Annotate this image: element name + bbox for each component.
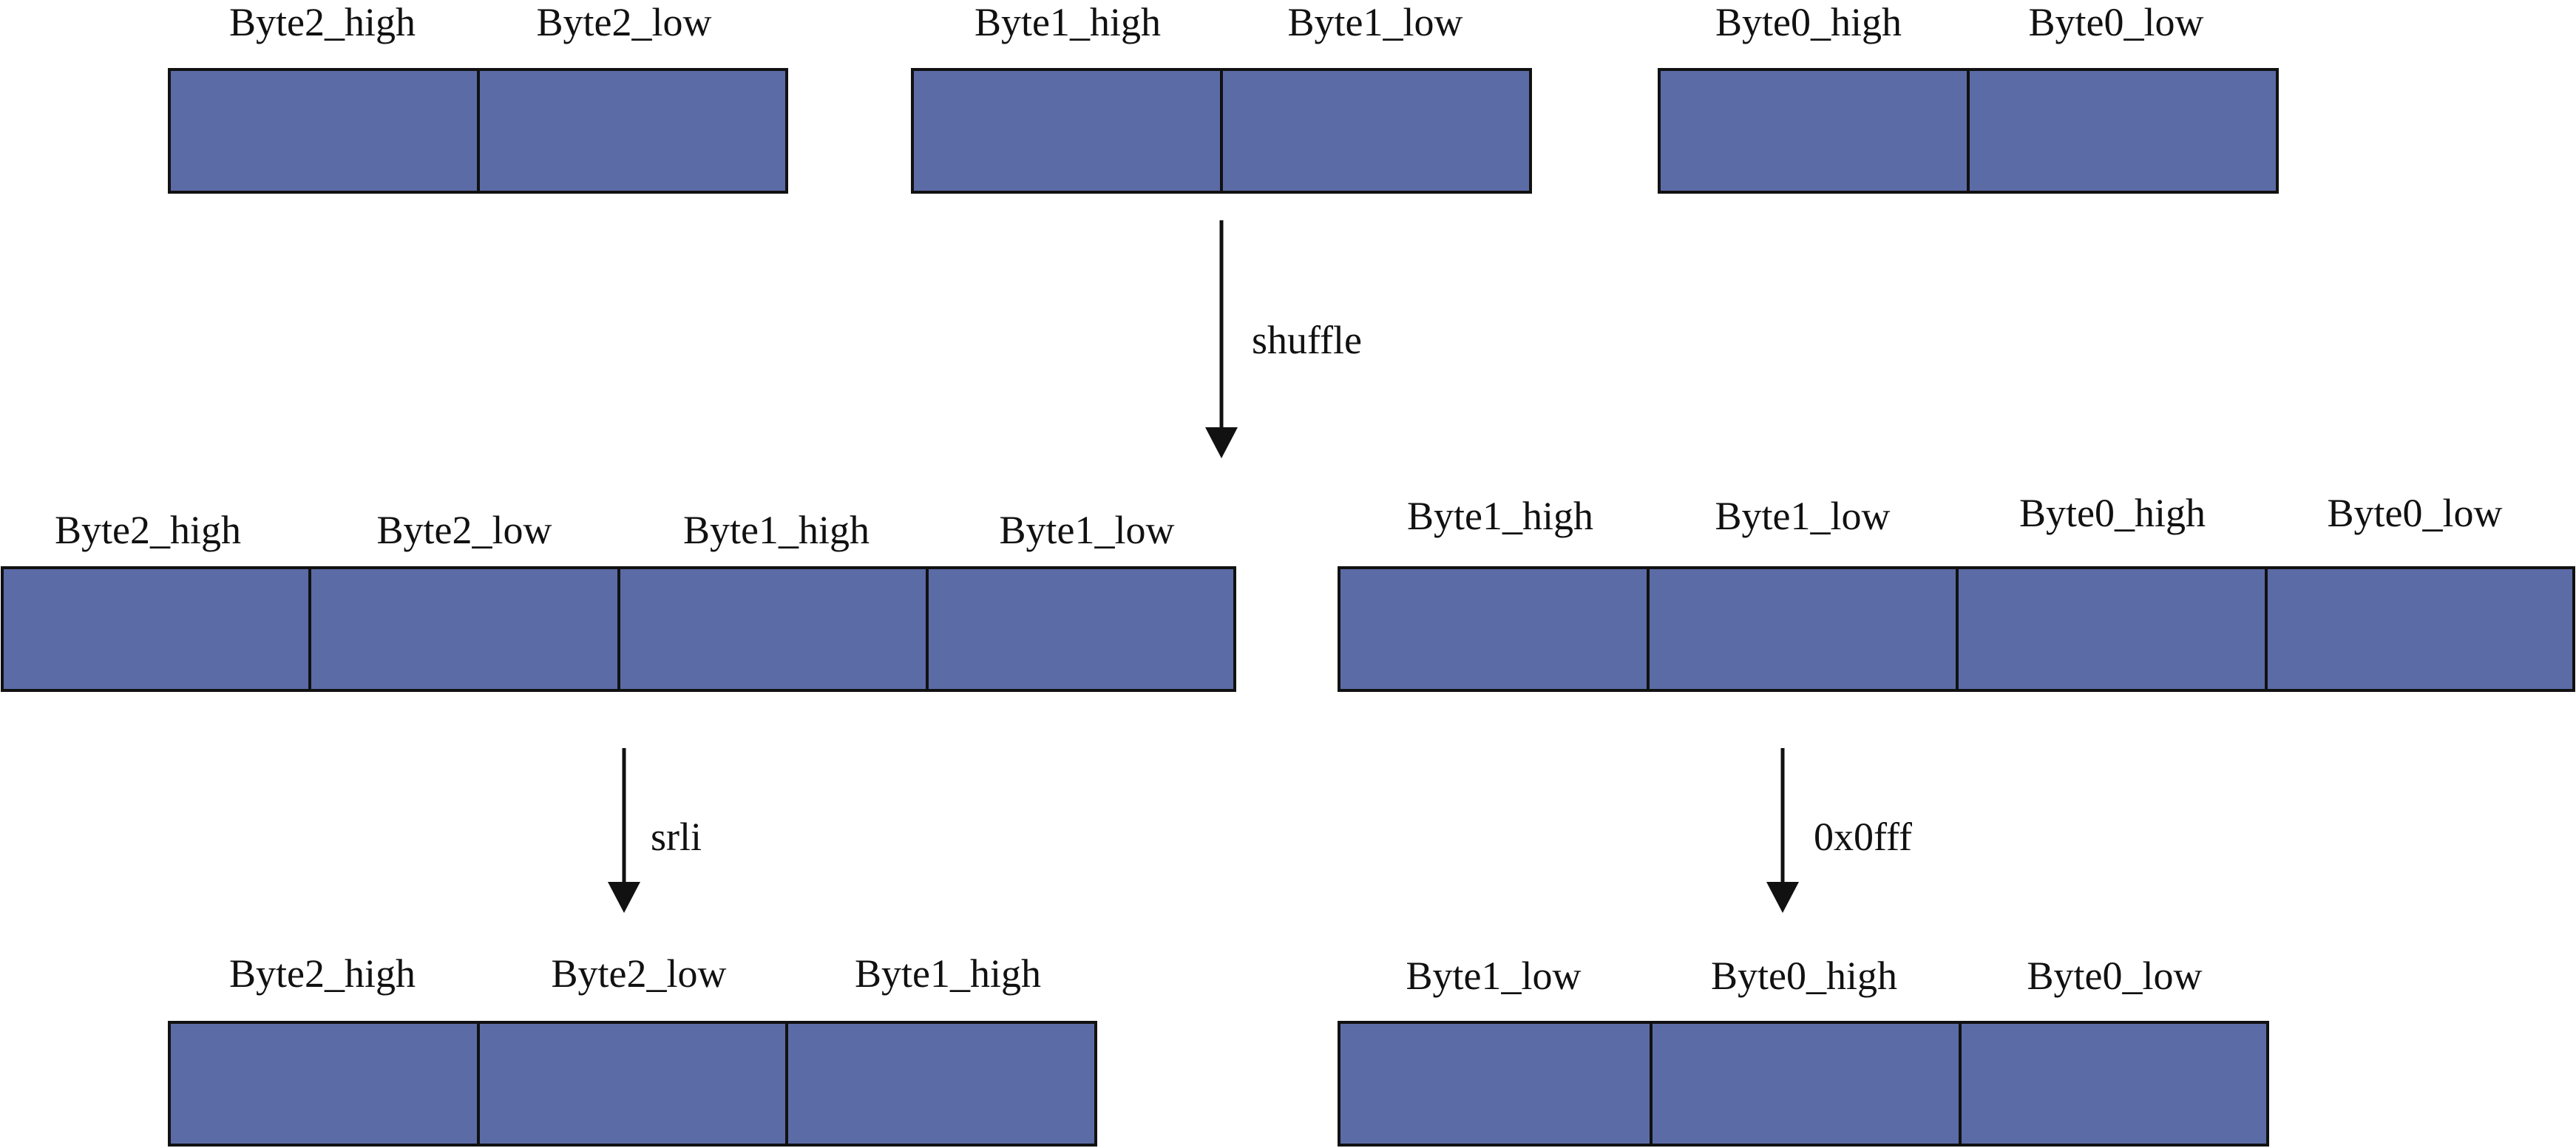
row2-right-cell-0 xyxy=(1338,566,1650,692)
mask-arrow-head xyxy=(1766,882,1799,913)
row1-cell-byte2-low xyxy=(477,68,788,194)
row2-left-label-3: Byte1_low xyxy=(1000,508,1175,552)
row2-left-cell-3 xyxy=(926,566,1236,692)
row1-cell-byte0-high xyxy=(1658,68,1970,194)
row2-right-register: Byte1_high Byte1_low Byte0_high Byte0_lo… xyxy=(1338,491,2575,692)
row2-left-cell-1 xyxy=(308,566,620,692)
row2-right-cell-2 xyxy=(1956,566,2268,692)
shuffle-label: shuffle xyxy=(1252,318,1362,362)
row1-label-byte1-high: Byte1_high xyxy=(975,0,1161,44)
row3-right-register: Byte1_low Byte0_high Byte0_low xyxy=(1338,954,2269,1147)
row3-left-register: Byte2_high Byte2_low Byte1_high xyxy=(168,951,1097,1147)
row3-left-label-1: Byte2_low xyxy=(552,951,727,996)
row2-right-label-1: Byte1_low xyxy=(1715,494,1891,538)
row3-right-label-0: Byte1_low xyxy=(1406,954,1582,998)
row2-right-label-3: Byte0_low xyxy=(2328,491,2503,535)
row3-left-cell-0 xyxy=(168,1021,480,1147)
row3-left-cell-2 xyxy=(785,1021,1097,1147)
row3-right-label-2: Byte0_low xyxy=(2027,954,2203,998)
row1-group-byte1: Byte1_high Byte1_low xyxy=(911,0,1532,194)
row1-group-byte0: Byte0_high Byte0_low xyxy=(1658,0,2279,194)
row2-right-cell-3 xyxy=(2265,566,2575,692)
row1-label-byte0-low: Byte0_low xyxy=(2029,0,2204,44)
row3-right-label-1: Byte0_high xyxy=(1711,954,1897,998)
shuffle-arrow-head xyxy=(1205,427,1238,458)
row1-label-byte1-low: Byte1_low xyxy=(1288,0,1463,44)
row3-left-label-2: Byte1_high xyxy=(855,951,1041,996)
row2-left-cell-2 xyxy=(617,566,929,692)
row1-cell-byte1-low xyxy=(1220,68,1532,194)
mask-arrow: 0x0fff xyxy=(1766,748,1912,913)
srli-arrow-head xyxy=(608,882,640,913)
mask-label: 0x0fff xyxy=(1814,815,1912,859)
row1-label-byte2-high: Byte2_high xyxy=(229,0,416,44)
row3-right-cell-2 xyxy=(1959,1021,2269,1147)
shuffle-arrow: shuffle xyxy=(1205,220,1362,458)
row1-cell-byte1-high xyxy=(911,68,1223,194)
row3-left-cell-1 xyxy=(477,1021,788,1147)
row1-cell-byte2-high xyxy=(168,68,480,194)
row2-left-register: Byte2_high Byte2_low Byte1_high Byte1_lo… xyxy=(1,508,1236,692)
row1-label-byte0-high: Byte0_high xyxy=(1715,0,1902,44)
row2-left-label-1: Byte2_low xyxy=(377,508,552,552)
row2-right-cell-1 xyxy=(1647,566,1959,692)
row3-left-label-0: Byte2_high xyxy=(229,951,416,996)
row2-left-label-2: Byte1_high xyxy=(683,508,870,552)
row2-left-label-0: Byte2_high xyxy=(55,508,241,552)
row3-right-cell-0 xyxy=(1338,1021,1653,1147)
row2-left-cell-0 xyxy=(1,566,311,692)
srli-label: srli xyxy=(651,815,702,859)
row1-label-byte2-low: Byte2_low xyxy=(537,0,712,44)
row3-right-cell-1 xyxy=(1650,1021,1962,1147)
row2-right-label-0: Byte1_high xyxy=(1407,494,1593,538)
row1-cell-byte0-low xyxy=(1967,68,2279,194)
srli-arrow: srli xyxy=(608,748,702,913)
row1-group-byte2: Byte2_high Byte2_low xyxy=(168,0,788,194)
row2-right-label-2: Byte0_high xyxy=(2019,491,2206,535)
